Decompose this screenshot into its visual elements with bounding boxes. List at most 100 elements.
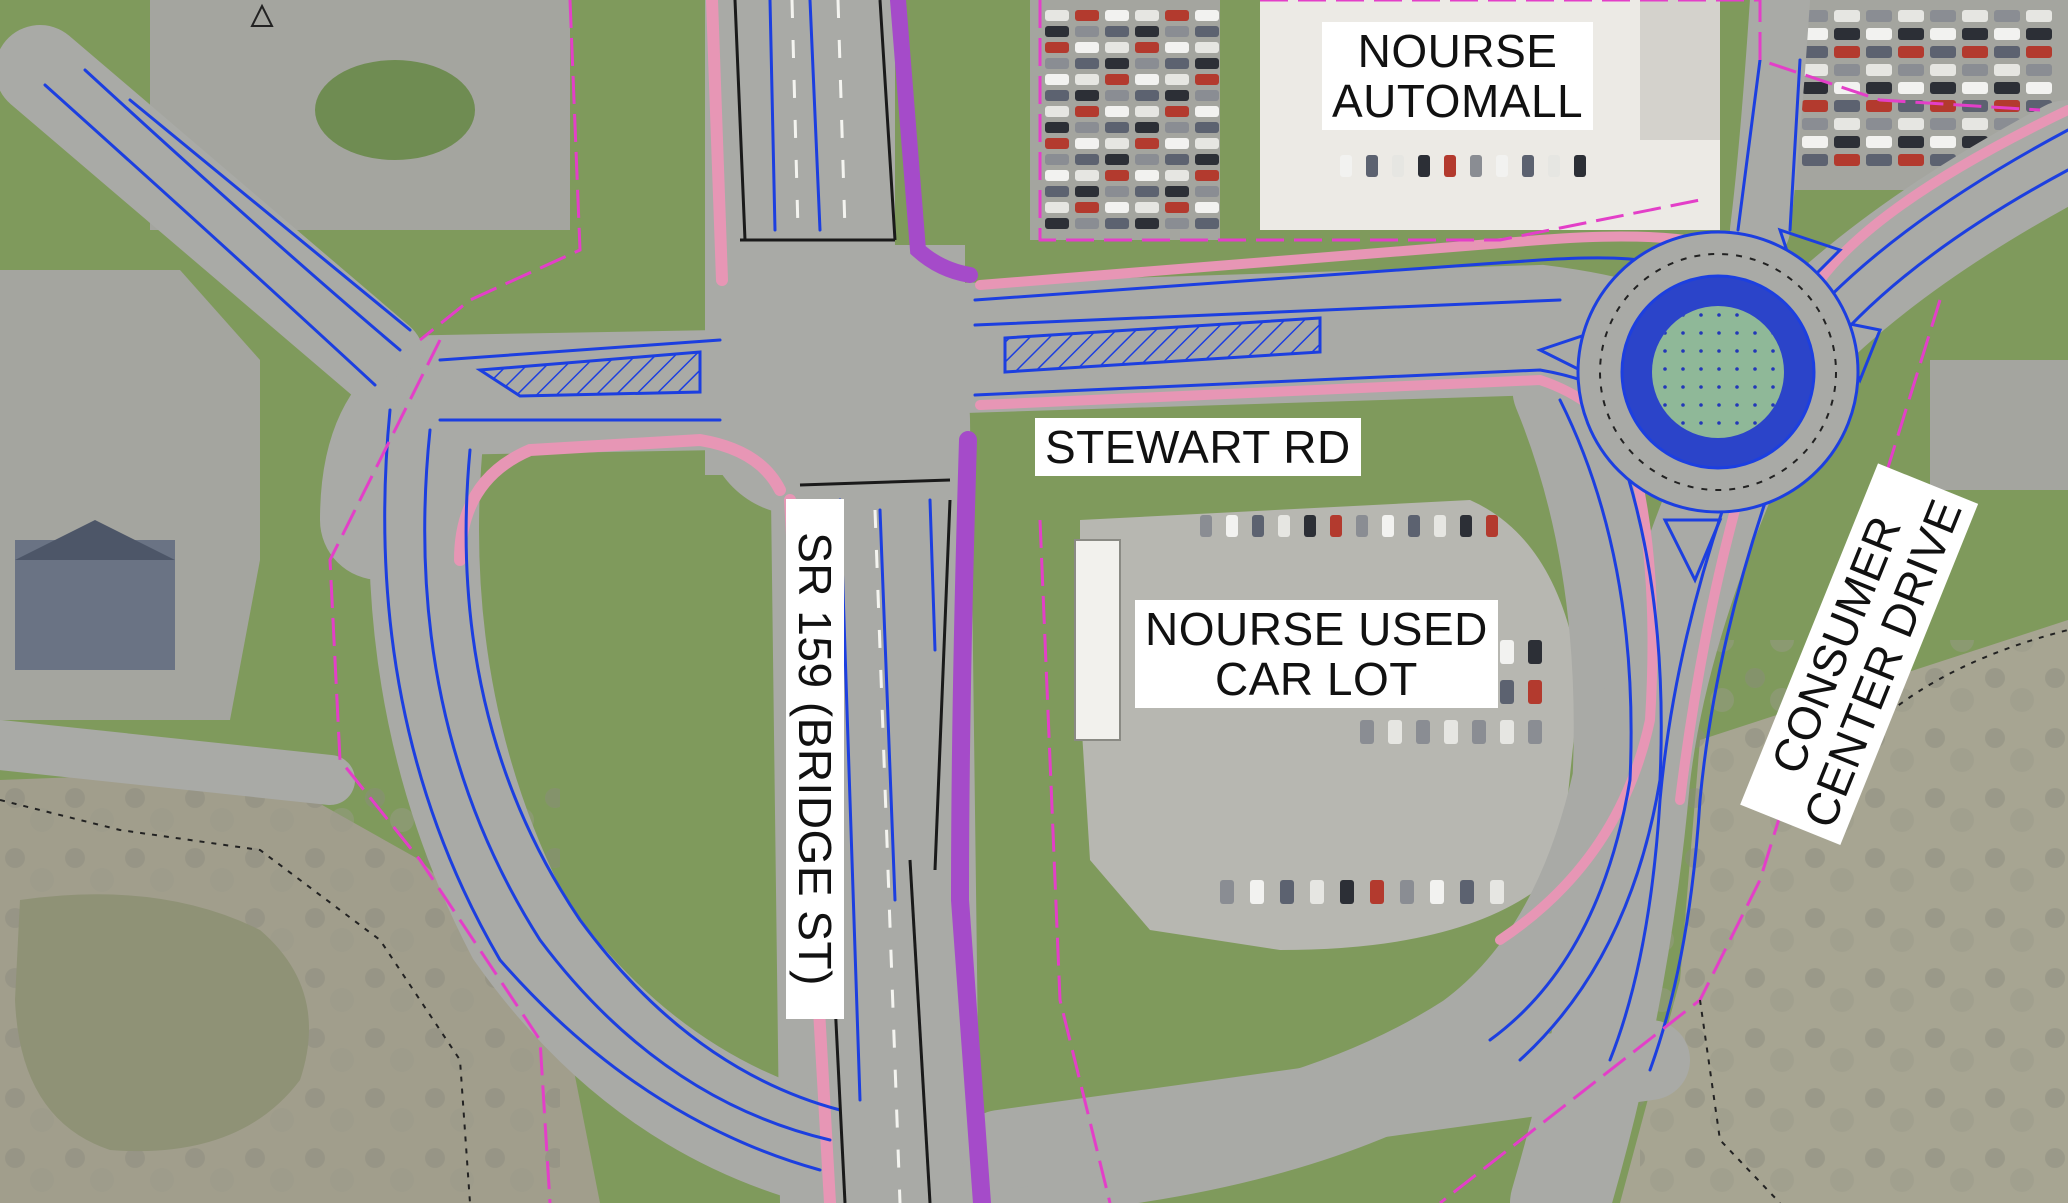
tree-line-east [1879,629,2068,721]
parking-lot-east [1930,360,2068,490]
car-icon [1834,46,1860,58]
north-arrow-icon [250,3,274,27]
car-icon [1075,202,1099,213]
sidewalk-west-sr159-north [706,0,728,286]
car-icon [1220,880,1234,904]
car-icon [1340,155,1352,177]
car-icon [1226,515,1238,537]
sr159-south-lane-3 [928,498,937,652]
sr159-north-lane-1 [768,0,777,232]
car-icon [2026,10,2052,22]
car-icon [1135,42,1159,53]
tree-lines [0,629,2068,1203]
consumer-center-pavement [1510,100,2068,1203]
car-icon [1135,90,1159,101]
car-icon [1195,202,1219,213]
car-icon [1930,64,1956,76]
car-icon [1195,58,1219,69]
car-icon [1490,880,1504,904]
car-icon [1994,46,2020,58]
car-icon [1105,10,1129,21]
car-icon [1105,42,1129,53]
car-icon [1105,74,1129,85]
car-icon [1802,28,1828,40]
car-icon [1105,90,1129,101]
car-icon [1470,155,1482,177]
car-icon [1195,10,1219,21]
car-icon [1930,136,1956,148]
car-icon [1075,138,1099,149]
car-icon [1135,122,1159,133]
car-icon [1280,880,1294,904]
car-icon [1195,170,1219,181]
car-icon [1962,64,1988,76]
car-icon [1105,138,1129,149]
car-icon [1382,515,1394,537]
car-icon [1075,10,1099,21]
label-stewart-rd: STEWART RD [1035,418,1361,476]
west-loop-line-2 [423,428,832,1142]
car-icon [1075,186,1099,197]
car-icon [1994,28,2020,40]
car-icon [1252,515,1264,537]
car-icon [1388,720,1402,744]
car-icon [1105,154,1129,165]
car-icon [1802,64,1828,76]
car-icon [1930,118,1956,130]
car-icon [1356,515,1368,537]
car-icon [1434,515,1446,537]
car-icon [1962,82,1988,94]
car-icon [1075,58,1099,69]
car-icon [1075,74,1099,85]
car-icon [1200,515,1212,537]
car-icon [1370,880,1384,904]
car-icon [1135,202,1159,213]
consumer-line-1 [1608,128,2068,1062]
car-icon [1834,154,1860,166]
car-icon [1802,118,1828,130]
roundabout-inner-dashed [1599,253,1837,491]
car-icon [1165,202,1189,213]
car-icon [1444,720,1458,744]
car-icon [1802,154,1828,166]
church-building [15,540,175,670]
car-icon [1802,100,1828,112]
car-icon [1195,42,1219,53]
car-icon [1898,10,1924,22]
car-icon [1898,46,1924,58]
car-icon [1165,106,1189,117]
tree-line-west [0,799,471,1203]
car-icon [1866,82,1892,94]
car-icon [1165,42,1189,53]
car-icon [1496,155,1508,177]
car-icon [1045,106,1069,117]
car-icon [1165,74,1189,85]
car-icon [1135,138,1159,149]
sr159-south-lane-2 [878,508,897,902]
car-icon [1866,46,1892,58]
car-icon [1045,186,1069,197]
automall-drive-pavement [1730,0,1810,260]
car-icon [1866,154,1892,166]
car-icon [1834,118,1860,130]
car-icon [1930,28,1956,40]
automall-roof-annex [1640,0,1720,140]
car-icon [1898,136,1924,148]
west-loop-line-1 [383,408,822,1172]
car-icon [1105,170,1129,181]
automall-drive-line-1 [1736,58,1762,232]
stewart-west-lane-1 [438,338,722,362]
east-loop-line-2 [1518,398,1663,1062]
car-icon [1366,155,1378,177]
roundabout-center-dots [1652,306,1784,438]
car-icon [1045,170,1069,181]
car-icon [1898,28,1924,40]
car-icon [1195,186,1219,197]
car-icon [2026,82,2052,94]
sr159-south-pavement [770,320,980,1203]
car-icon [1866,28,1892,40]
car-icon [1195,218,1219,229]
hatched-median-east [1003,316,1322,374]
roundabout-splitter-south [1662,518,1723,584]
